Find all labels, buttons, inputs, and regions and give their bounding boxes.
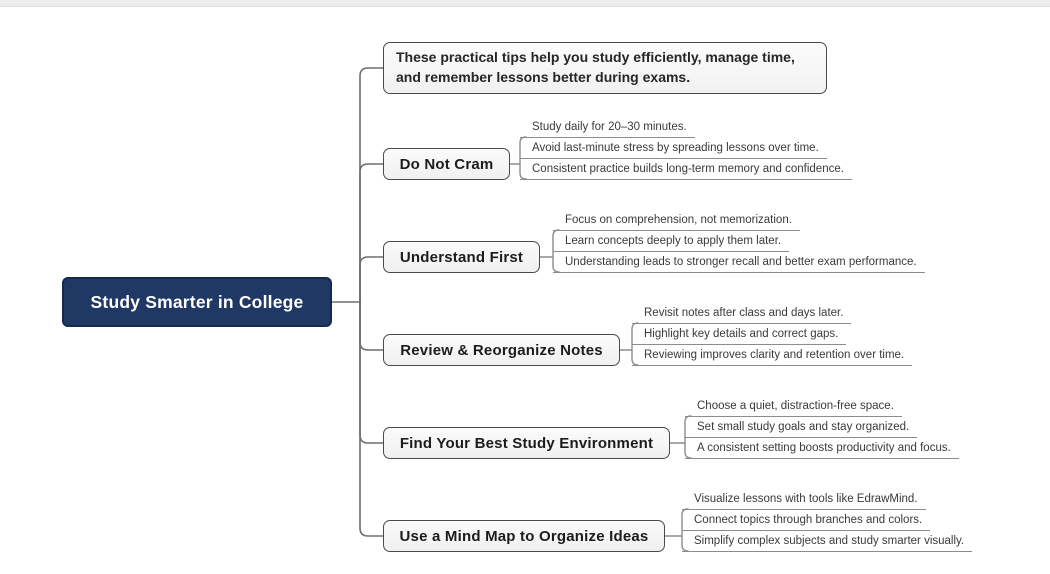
subtopic-connect-topics[interactable]: Connect topics through branches and colo… [682,513,931,531]
subtopic-simplify-subjects[interactable]: Simplify complex subjects and study smar… [682,534,973,552]
subtopic-consistent-practice[interactable]: Consistent practice builds long-term mem… [520,162,852,180]
subtopic-learn-concepts[interactable]: Learn concepts deeply to apply them late… [553,234,790,252]
branch-use-mind-map[interactable]: Use a Mind Map to Organize Ideas [383,520,665,552]
branch-review-reorganize-notes[interactable]: Review & Reorganize Notes [383,334,620,366]
branch-label: Understand First [399,248,524,266]
canvas-top-edge [0,0,1050,7]
branch-label: Use a Mind Map to Organize Ideas [399,527,649,545]
central-topic[interactable]: Study Smarter in College [62,277,332,327]
subtopic-revisit-notes[interactable]: Revisit notes after class and days later… [632,306,852,324]
floating-note-text: These practical tips help you study effi… [396,49,795,85]
branch-label: Find Your Best Study Environment [399,434,654,452]
branch-do-not-cram[interactable]: Do Not Cram [383,148,510,180]
subtopic-reviewing-clarity[interactable]: Reviewing improves clarity and retention… [632,348,913,366]
subtopic-consistent-setting[interactable]: A consistent setting boosts productivity… [685,441,959,459]
branch-label: Do Not Cram [399,155,494,173]
subtopic-understanding-recall[interactable]: Understanding leads to stronger recall a… [553,255,925,273]
subtopic-highlight-details[interactable]: Highlight key details and correct gaps. [632,327,847,345]
branch-find-study-environment[interactable]: Find Your Best Study Environment [383,427,670,459]
subtopic-quiet-space[interactable]: Choose a quiet, distraction-free space. [685,399,902,417]
subtopic-small-goals[interactable]: Set small study goals and stay organized… [685,420,918,438]
floating-note-topic[interactable]: These practical tips help you study effi… [383,42,827,94]
subtopic-avoid-last-minute[interactable]: Avoid last-minute stress by spreading le… [520,141,827,159]
branch-label: Review & Reorganize Notes [400,341,603,359]
subtopic-study-daily[interactable]: Study daily for 20–30 minutes. [520,120,695,138]
subtopic-visualize-lessons[interactable]: Visualize lessons with tools like EdrawM… [682,492,926,510]
subtopic-focus-comprehension[interactable]: Focus on comprehension, not memorization… [553,213,800,231]
branch-understand-first[interactable]: Understand First [383,241,540,273]
central-topic-label: Study Smarter in College [90,291,304,312]
